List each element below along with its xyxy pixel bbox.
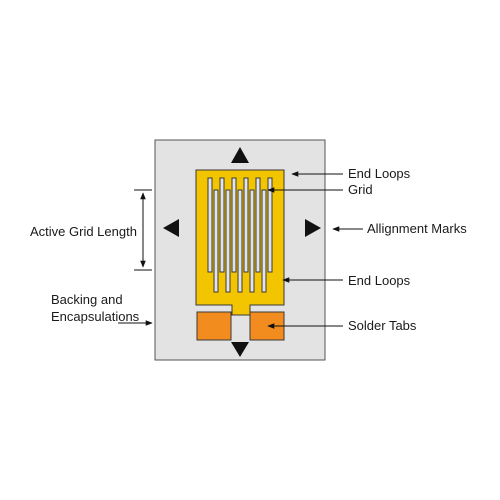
solder-tab-left: [196, 311, 232, 341]
label-end-loops-bottom: End Loops: [348, 273, 411, 288]
label-grid: Grid: [348, 182, 373, 197]
label-backing-line2: Encapsulations: [51, 309, 140, 324]
label-end-loops-top: End Loops: [348, 166, 411, 181]
label-alignment-marks: Allignment Marks: [367, 221, 467, 236]
triangle-mark-icon-top: [231, 147, 249, 163]
triangle-mark-icon-bottom: [231, 342, 249, 357]
triangle-mark-icon-left: [163, 219, 179, 237]
triangle-mark-icon-right: [305, 219, 321, 237]
label-backing-line1: Backing and: [51, 292, 123, 307]
label-active-grid-length: Active Grid Length: [30, 224, 137, 239]
label-solder-tabs: Solder Tabs: [348, 318, 417, 333]
